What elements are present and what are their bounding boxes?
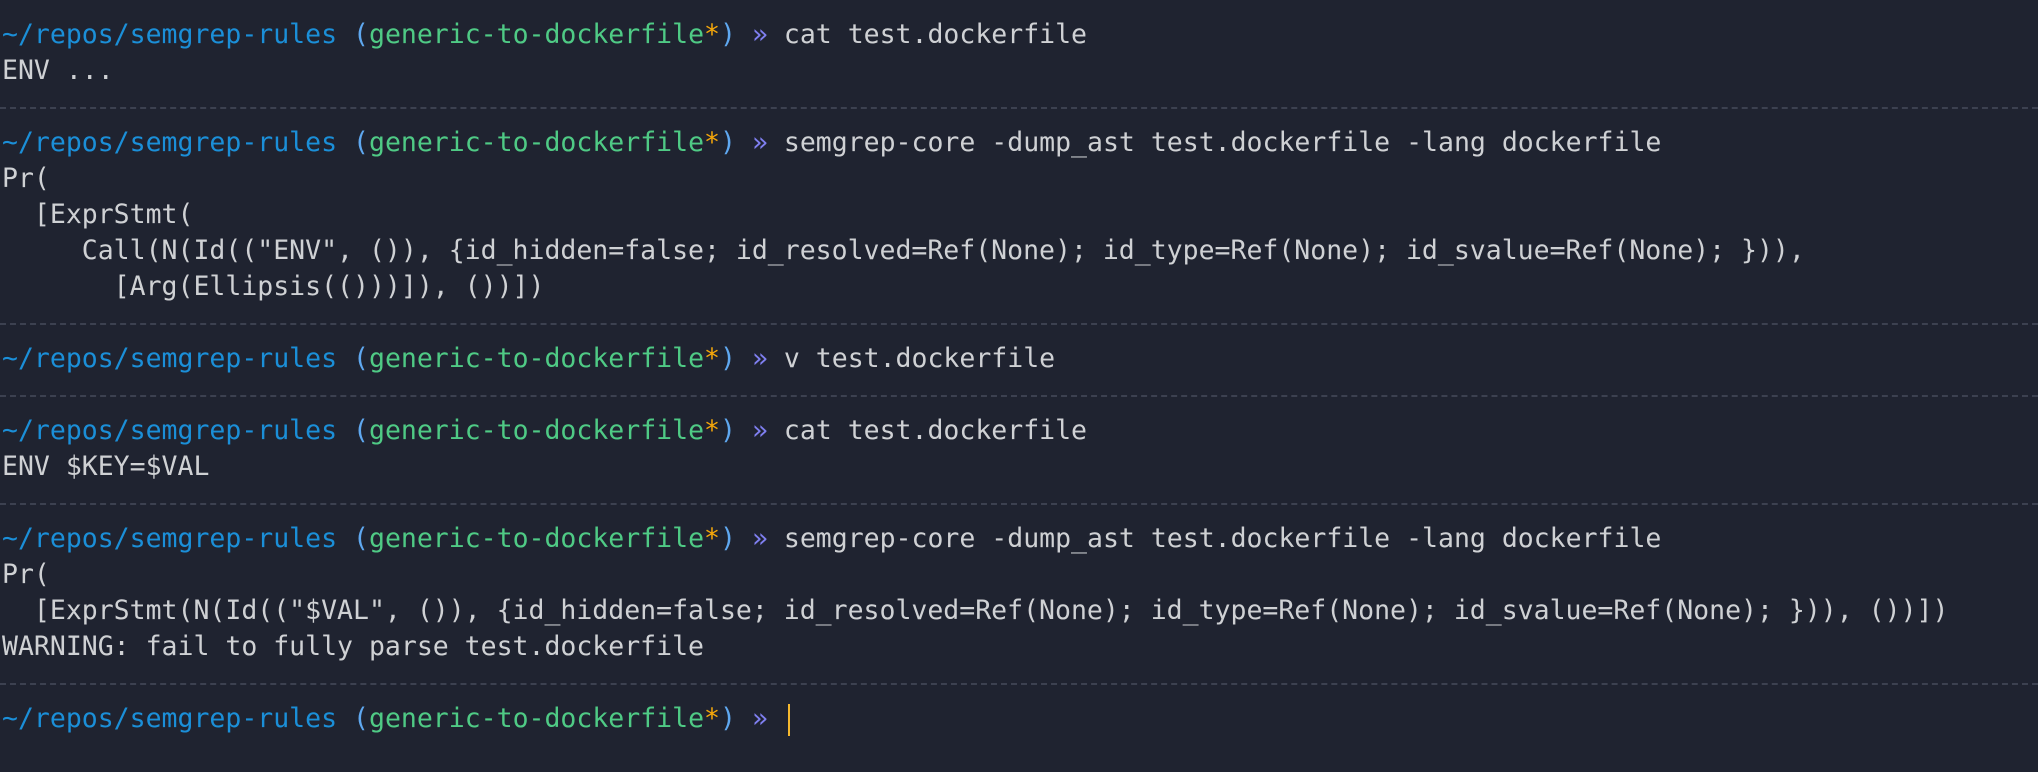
- text-cursor[interactable]: [787, 703, 790, 736]
- output-line: [ExprStmt(N(Id(("$VAL", ()), {id_hidden=…: [2, 595, 1949, 626]
- prompt-path: ~/repos/semgrep-rules: [2, 523, 338, 554]
- command-text: semgrep-core -dump_ast test.dockerfile -…: [783, 523, 1662, 554]
- paren-open: (: [353, 415, 369, 446]
- active-prompt-line: ~/repos/semgrep-rules (generic-to-docker…: [0, 701, 2038, 737]
- prompt-arrow: »: [751, 343, 768, 374]
- prompt-line: ~/repos/semgrep-rules (generic-to-docker…: [0, 125, 2038, 161]
- dirty-marker: *: [704, 415, 720, 446]
- git-branch: generic-to-dockerfile: [368, 523, 705, 554]
- output-line: ENV $KEY=$VAL: [2, 451, 210, 482]
- prompt-line: ~/repos/semgrep-rules (generic-to-docker…: [0, 341, 2038, 377]
- separator: [0, 89, 2038, 125]
- paren-open: (: [353, 523, 369, 554]
- git-branch: generic-to-dockerfile: [368, 415, 705, 446]
- prompt-line: ~/repos/semgrep-rules (generic-to-docker…: [0, 413, 2038, 449]
- git-branch: generic-to-dockerfile: [368, 703, 705, 734]
- prompt-line: ~/repos/semgrep-rules (generic-to-docker…: [0, 521, 2038, 557]
- output-line: ENV ...: [2, 55, 114, 86]
- separator: [0, 377, 2038, 413]
- prompt-arrow: »: [751, 415, 768, 446]
- command-text: cat test.dockerfile: [783, 19, 1088, 50]
- output-line: Pr(: [2, 559, 50, 590]
- prompt-arrow: »: [751, 19, 768, 50]
- dirty-marker: *: [704, 523, 720, 554]
- git-branch: generic-to-dockerfile: [368, 343, 705, 374]
- prompt-path: ~/repos/semgrep-rules: [2, 703, 338, 734]
- prompt-arrow: »: [751, 523, 768, 554]
- git-branch: generic-to-dockerfile: [368, 127, 705, 158]
- separator: [0, 305, 2038, 341]
- dirty-marker: *: [704, 343, 720, 374]
- output-line: WARNING: fail to fully parse test.docker…: [2, 631, 704, 662]
- paren-close: ): [720, 19, 736, 50]
- separator: [0, 485, 2038, 521]
- paren-open: (: [353, 703, 369, 734]
- terminal[interactable]: ~/repos/semgrep-rules (generic-to-docker…: [0, 0, 2038, 737]
- git-branch: generic-to-dockerfile: [368, 19, 705, 50]
- output-line: [Arg(Ellipsis(()))]), ())]): [2, 271, 545, 302]
- prompt-path: ~/repos/semgrep-rules: [2, 19, 338, 50]
- dirty-marker: *: [704, 127, 720, 158]
- output-line: [ExprStmt(: [2, 199, 194, 230]
- paren-open: (: [353, 127, 369, 158]
- prompt-line: ~/repos/semgrep-rules (generic-to-docker…: [0, 17, 2038, 53]
- separator: [0, 665, 2038, 701]
- paren-close: ): [720, 127, 736, 158]
- prompt-path: ~/repos/semgrep-rules: [2, 127, 338, 158]
- command-text: semgrep-core -dump_ast test.dockerfile -…: [783, 127, 1662, 158]
- prompt-arrow: »: [751, 127, 768, 158]
- command-text: cat test.dockerfile: [783, 415, 1088, 446]
- command-text: v test.dockerfile: [783, 343, 1056, 374]
- prompt-path: ~/repos/semgrep-rules: [2, 343, 338, 374]
- output-line: Pr(: [2, 163, 50, 194]
- output-line: Call(N(Id(("ENV", ()), {id_hidden=false;…: [2, 235, 1805, 266]
- paren-close: ): [720, 703, 736, 734]
- dirty-marker: *: [704, 703, 720, 734]
- paren-close: ): [720, 415, 736, 446]
- prompt-arrow: »: [751, 703, 768, 734]
- paren-close: ): [720, 523, 736, 554]
- paren-close: ): [720, 343, 736, 374]
- dirty-marker: *: [704, 19, 720, 50]
- prompt-path: ~/repos/semgrep-rules: [2, 415, 338, 446]
- paren-open: (: [353, 19, 369, 50]
- paren-open: (: [353, 343, 369, 374]
